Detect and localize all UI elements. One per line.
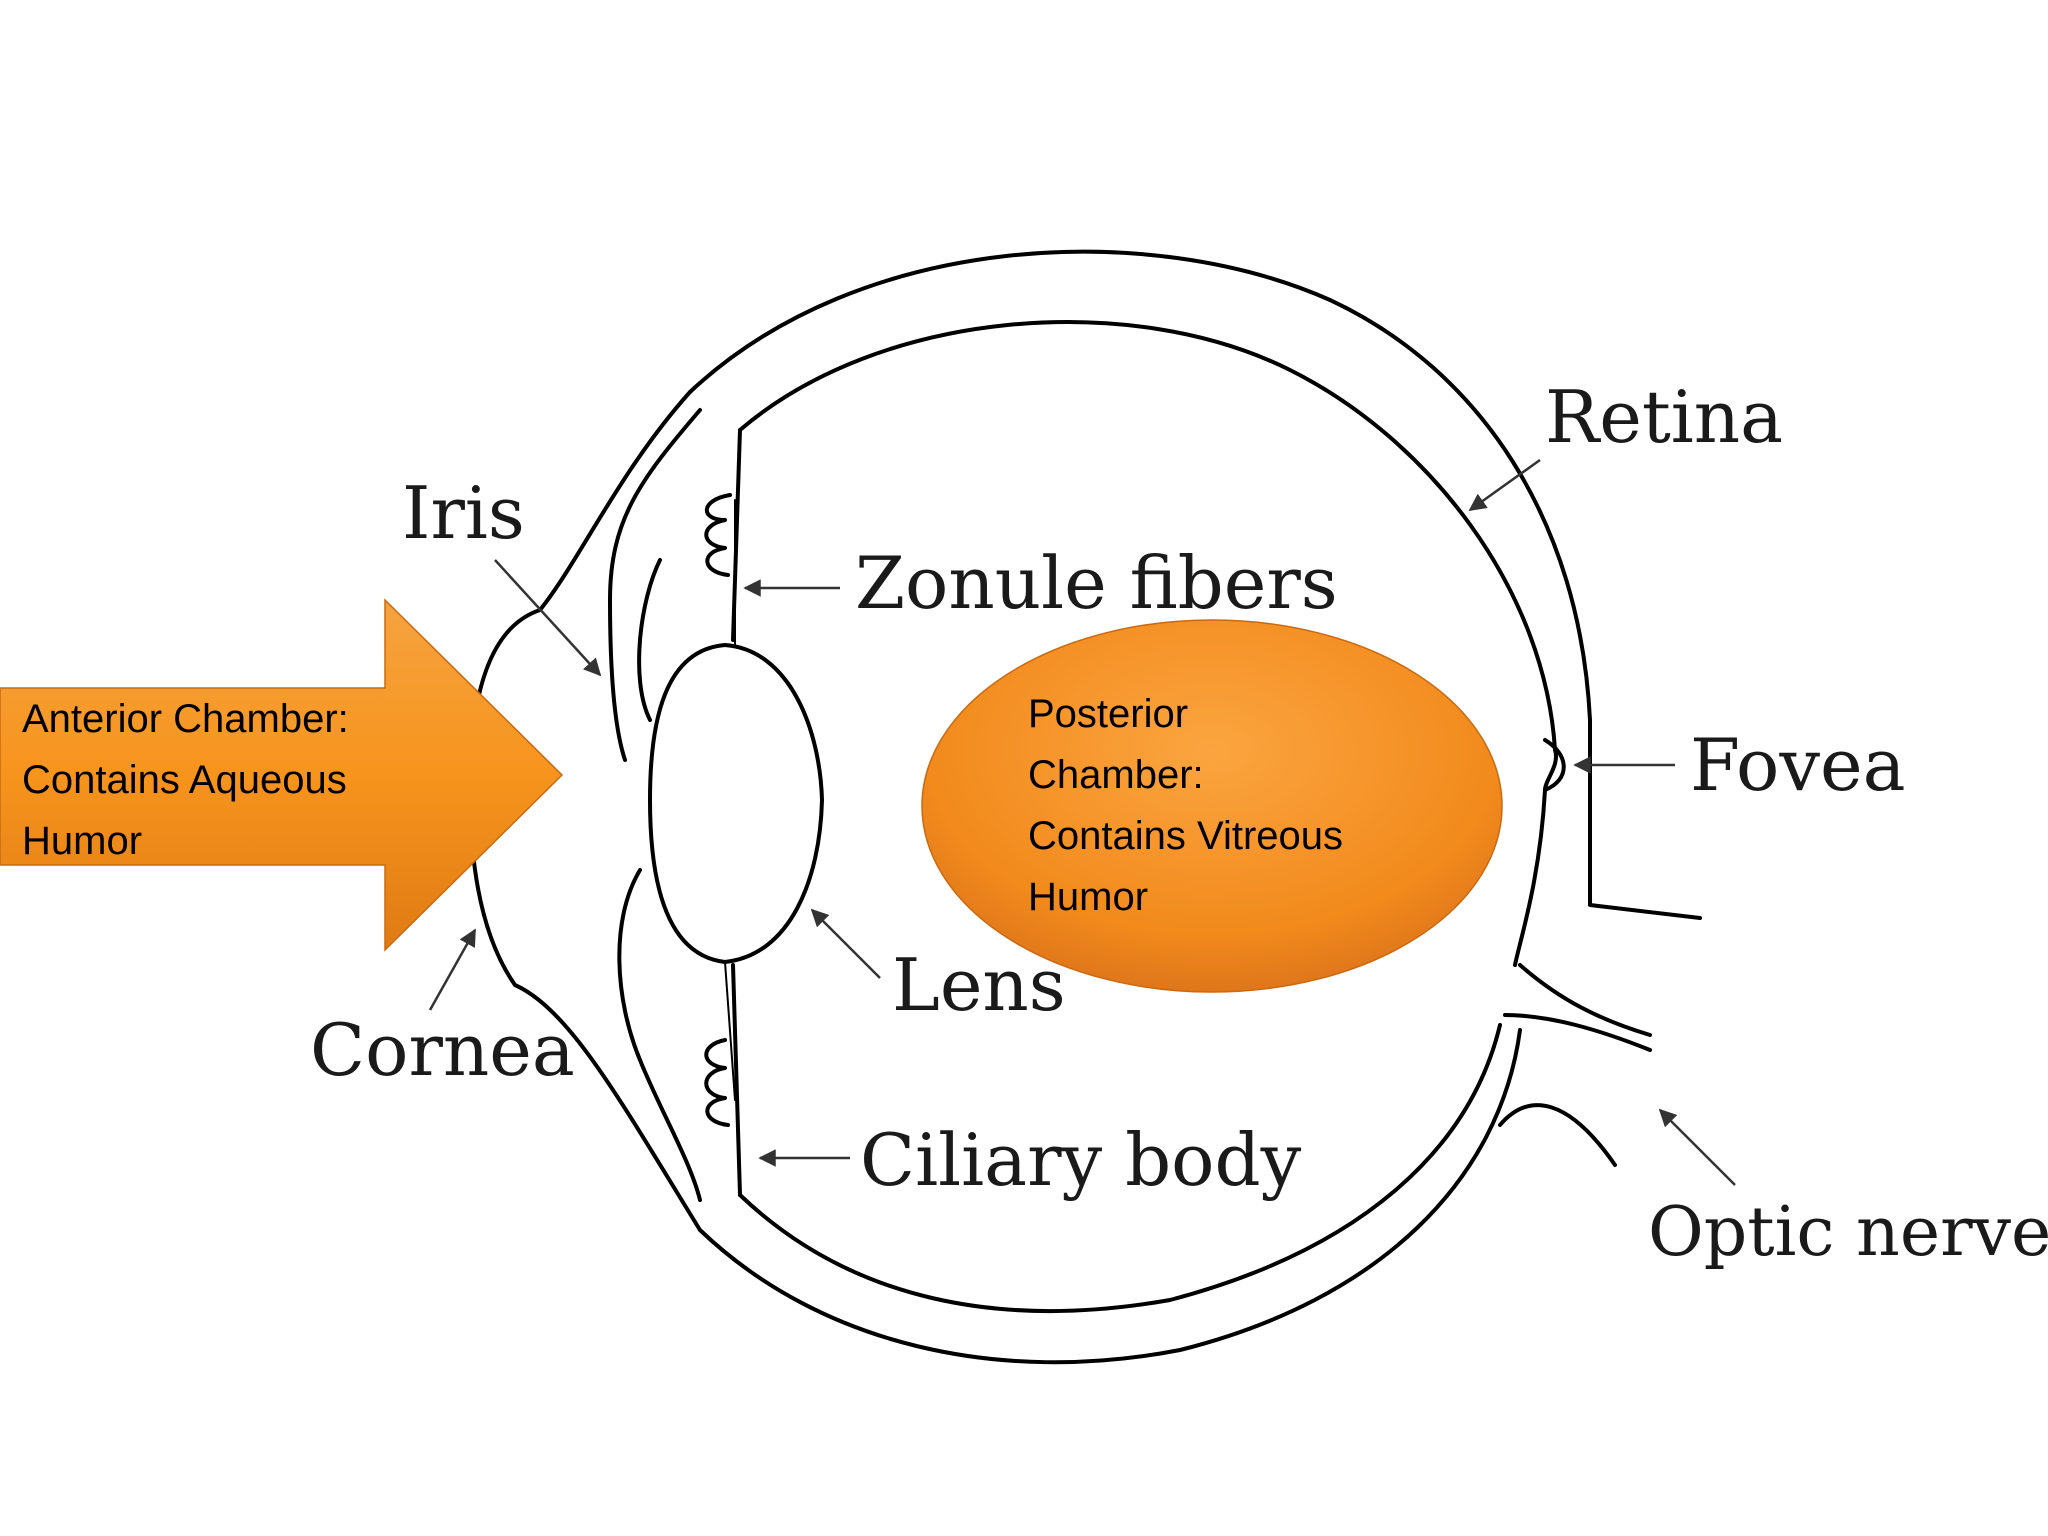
- anatomy-labels: Iris Zonule fibers Retina Fovea Lens Cor…: [310, 375, 2048, 1272]
- anterior-line-1: Anterior Chamber:: [22, 697, 349, 741]
- label-iris: Iris: [402, 471, 525, 555]
- posterior-line-1: Posterior: [1028, 692, 1188, 736]
- anterior-line-2: Contains Aqueous: [22, 758, 347, 802]
- label-zonule-fibers: Zonule fibers: [855, 541, 1338, 625]
- optic-nerve-leader: [1658, 1108, 1736, 1186]
- posterior-chamber-callout: Posterior Chamber: Contains Vitreous Hum…: [921, 619, 1503, 993]
- label-ciliary-body: Ciliary body: [860, 1118, 1302, 1202]
- anterior-line-3: Humor: [22, 819, 142, 863]
- posterior-line-2: Chamber:: [1028, 753, 1204, 797]
- lens-shape: [648, 643, 824, 964]
- eyeball-outline: [688, 249, 1702, 1365]
- label-fovea: Fovea: [1690, 723, 1906, 807]
- posterior-line-4: Humor: [1028, 875, 1148, 919]
- retina-leader: [1468, 458, 1541, 512]
- cornea-leader: [428, 928, 477, 1011]
- iris-leader: [494, 559, 602, 677]
- label-retina: Retina: [1545, 375, 1783, 459]
- iris-shape: [608, 408, 702, 1202]
- anterior-chamber-callout: Anterior Chamber: Contains Aqueous Humor: [0, 598, 564, 952]
- label-cornea: Cornea: [310, 1008, 575, 1092]
- zonule-fibers-shape: [724, 499, 736, 1101]
- label-lens: Lens: [892, 943, 1066, 1027]
- label-optic-nerve: Optic nerve: [1648, 1193, 2048, 1272]
- leader-lines: [428, 458, 1736, 1186]
- posterior-line-3: Contains Vitreous: [1028, 814, 1343, 858]
- lens-leader: [810, 908, 881, 979]
